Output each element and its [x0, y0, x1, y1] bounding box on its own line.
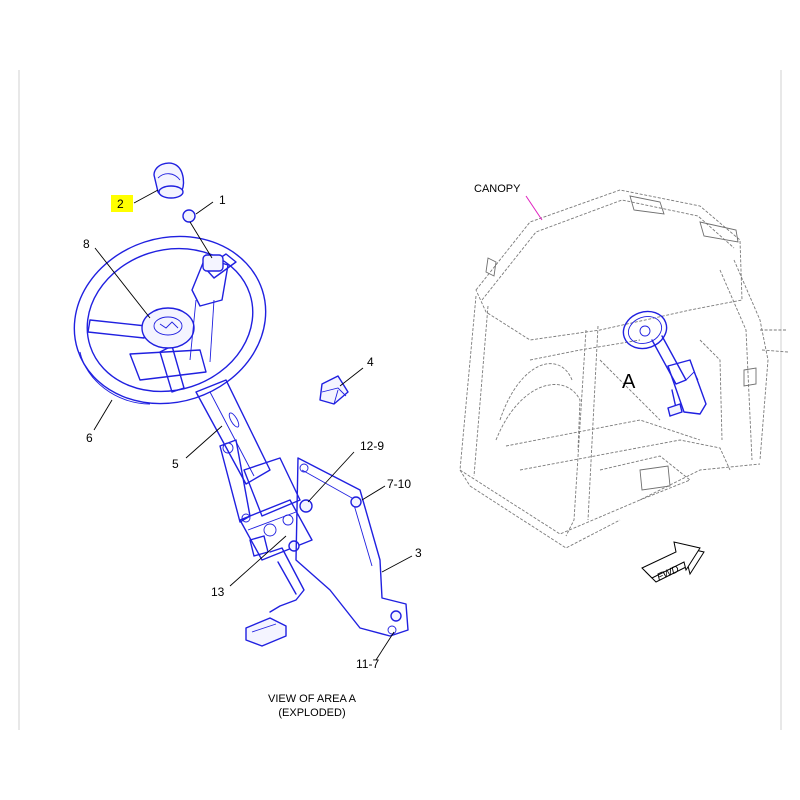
- callout-7-10[interactable]: 7-10: [387, 477, 411, 491]
- cab-steering-assembly[interactable]: [618, 306, 707, 417]
- callout-6[interactable]: 6: [86, 431, 93, 445]
- callout-4[interactable]: 4: [367, 355, 374, 369]
- steering-column-part[interactable]: [195, 379, 301, 523]
- callout-12-9[interactable]: 12-9: [360, 439, 384, 453]
- canopy-leader: [525, 195, 543, 221]
- knob-part[interactable]: [153, 162, 185, 199]
- callout-8[interactable]: 8: [83, 237, 90, 251]
- callout-11-7[interactable]: 11-7: [356, 657, 379, 671]
- tilt-mechanism-part[interactable]: [239, 499, 313, 561]
- exploded-view: [52, 162, 409, 647]
- block-part[interactable]: [319, 375, 349, 405]
- fwd-arrow-icon: FWD: [641, 541, 705, 583]
- area-label-a[interactable]: A: [622, 371, 636, 393]
- pedal-part[interactable]: [245, 547, 305, 647]
- callout-1[interactable]: 1: [219, 193, 226, 207]
- callout-2[interactable]: 2: [117, 197, 124, 211]
- callout-13[interactable]: 13: [211, 585, 225, 599]
- callout-5[interactable]: 5: [172, 457, 179, 471]
- bracket-plate-part[interactable]: [295, 457, 409, 637]
- canopy-label[interactable]: CANOPY: [474, 183, 521, 195]
- callout-3[interactable]: 3: [415, 546, 422, 560]
- callout-2-highlight: [111, 195, 133, 212]
- callouts: 2 1 8 6 4 5 12-9 7-10 3 13 11-7: [83, 189, 422, 671]
- view-caption-line1: VIEW OF AREA A: [268, 693, 357, 705]
- canopy-view: [459, 189, 789, 549]
- view-caption-line2: (EXPLODED): [278, 707, 345, 719]
- ball-part[interactable]: [182, 209, 196, 223]
- steering-wheel-part[interactable]: [52, 212, 287, 428]
